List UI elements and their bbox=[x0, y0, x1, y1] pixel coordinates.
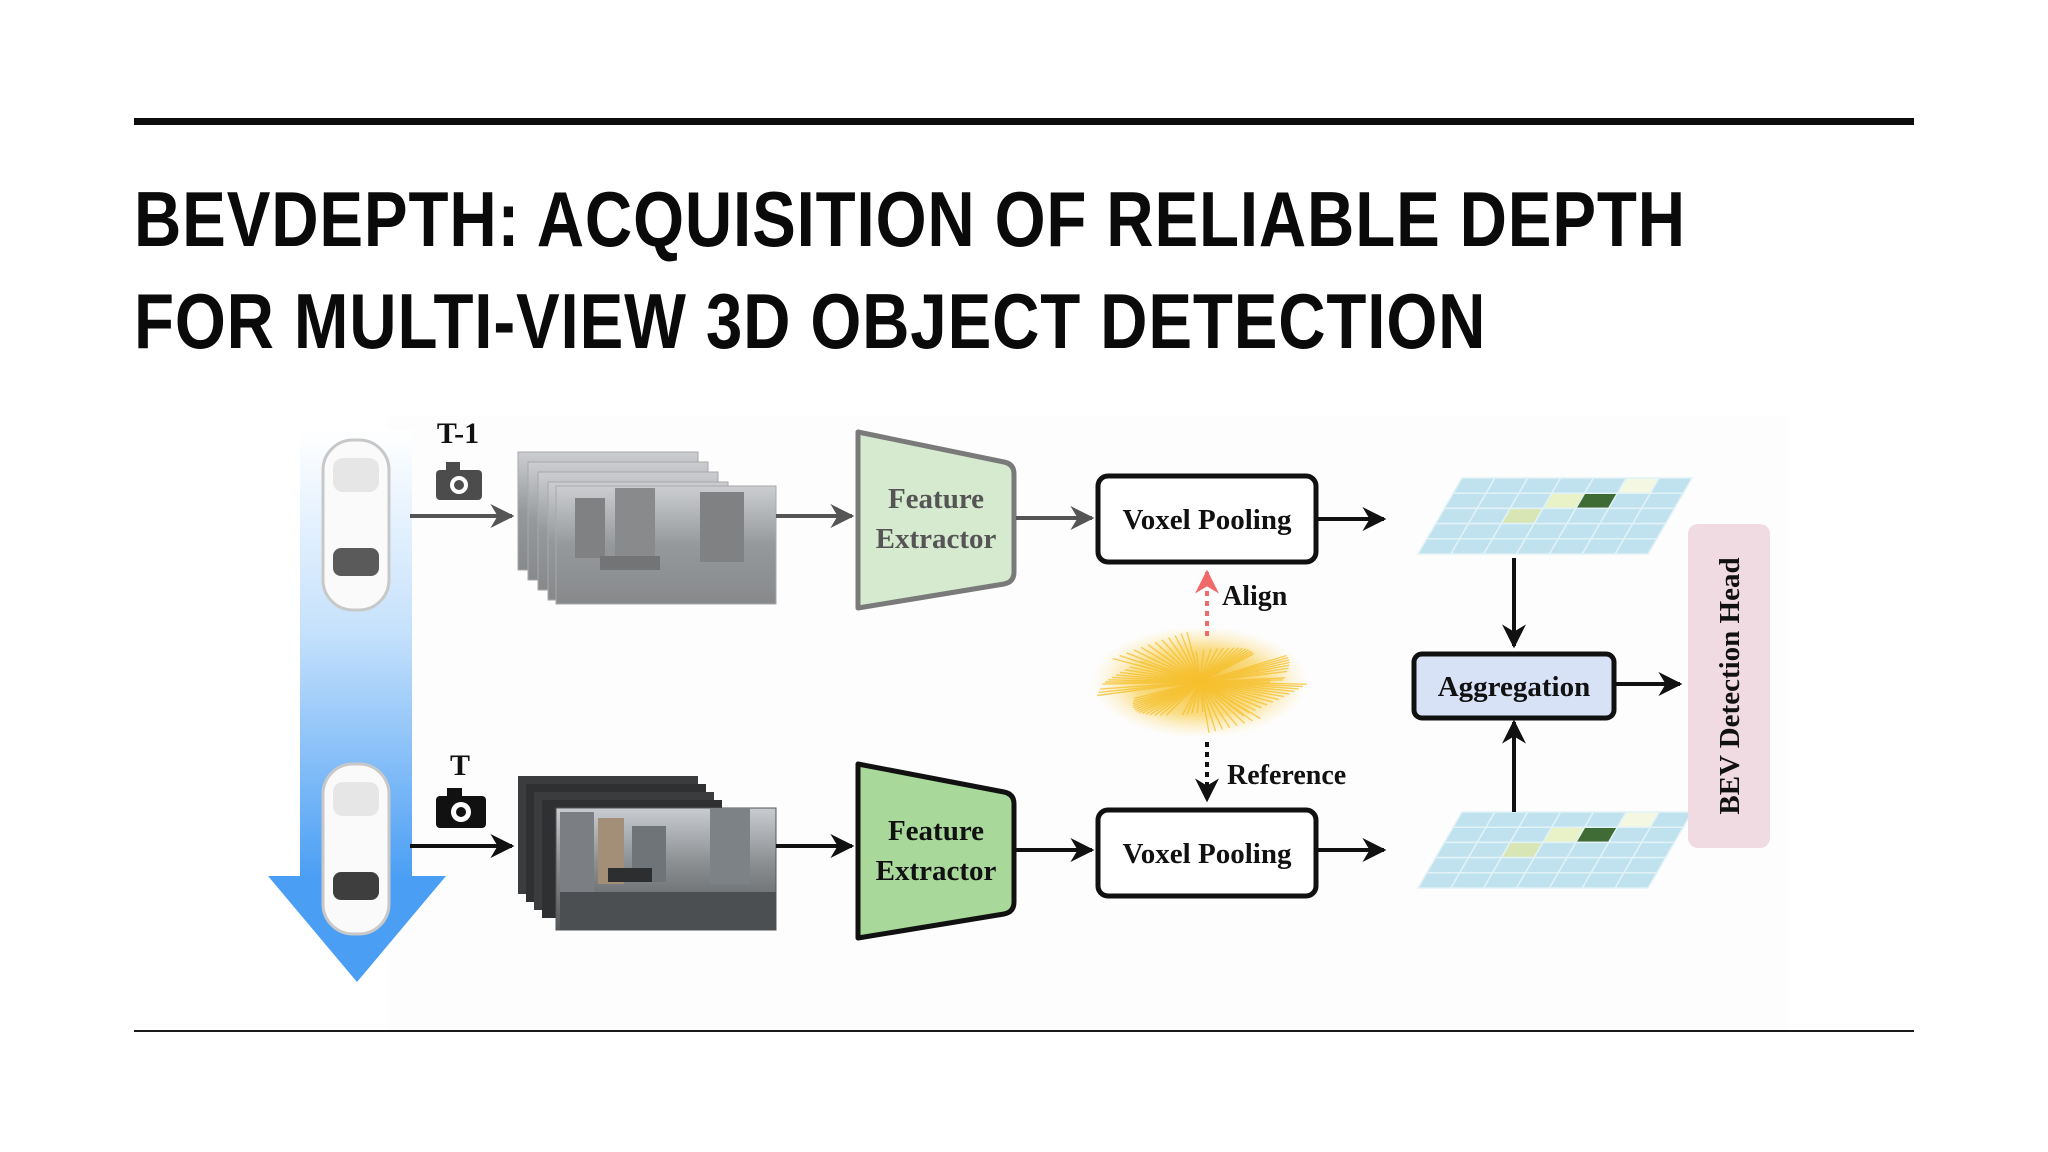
camera-icon-top bbox=[436, 462, 482, 500]
point-cloud-ray bbox=[1199, 681, 1224, 730]
point-cloud-ray bbox=[1199, 679, 1283, 683]
point-cloud-ray bbox=[1199, 681, 1204, 713]
top-rule bbox=[134, 118, 1914, 125]
voxel-pooling-bottom: Voxel Pooling bbox=[1095, 807, 1319, 899]
point-cloud-ray bbox=[1199, 681, 1256, 712]
feature-extractor-bottom-label-2: Extractor bbox=[876, 855, 997, 887]
point-cloud-ray bbox=[1199, 681, 1246, 724]
bev-grid-cell bbox=[1613, 538, 1659, 555]
time-prev-label: T-1 bbox=[437, 417, 479, 450]
voxel-pooling-top: Voxel Pooling bbox=[1095, 473, 1319, 565]
point-cloud-ray bbox=[1174, 635, 1201, 683]
point-cloud-ray bbox=[1167, 637, 1201, 683]
car-icon-bottom bbox=[321, 762, 391, 936]
time-curr-label: T bbox=[450, 749, 470, 782]
point-cloud-ray bbox=[1154, 641, 1201, 683]
slide-title-line-2: FOR MULTI-VIEW 3D OBJECT DETECTION bbox=[134, 277, 1487, 365]
image-stack-top bbox=[517, 451, 777, 605]
point-cloud-ray bbox=[1134, 681, 1201, 700]
point-cloud-ray bbox=[1199, 648, 1212, 683]
point-cloud-ray bbox=[1199, 681, 1268, 706]
point-cloud-ray bbox=[1199, 648, 1219, 683]
point-cloud-ray bbox=[1196, 681, 1201, 714]
feature-extractor-top-label-2: Extractor bbox=[876, 523, 997, 555]
image-stack-bottom bbox=[518, 776, 777, 931]
point-cloud-ray bbox=[1180, 633, 1201, 683]
point-cloud-ray bbox=[1161, 639, 1201, 683]
point-cloud-ray bbox=[1199, 681, 1238, 727]
point-cloud-ray bbox=[1199, 681, 1262, 709]
point-cloud bbox=[1092, 626, 1308, 738]
bev-grid-cell bbox=[1613, 872, 1659, 889]
point-cloud-ray bbox=[1199, 653, 1254, 683]
point-cloud-ray bbox=[1126, 652, 1201, 683]
bev-grid-bottom bbox=[1416, 811, 1694, 889]
point-cloud-ray bbox=[1119, 654, 1201, 683]
point-cloud-ray bbox=[1199, 649, 1205, 683]
point-cloud-ray bbox=[1181, 681, 1201, 716]
point-cloud-ray bbox=[1199, 681, 1217, 732]
voxel-pooling-top-label: Voxel Pooling bbox=[1123, 504, 1292, 536]
bottom-rule bbox=[134, 1030, 1914, 1032]
feature-extractor-bottom-label-1: Feature bbox=[888, 815, 984, 847]
point-cloud-ray bbox=[1112, 657, 1201, 683]
point-cloud-ray bbox=[1199, 670, 1288, 683]
car-icon-top bbox=[321, 438, 391, 612]
point-cloud-ray bbox=[1199, 681, 1253, 722]
point-cloud-ray bbox=[1199, 681, 1261, 720]
camera-icon-bottom bbox=[436, 788, 486, 828]
aggregation-label: Aggregation bbox=[1438, 671, 1591, 703]
feature-extractor-bottom: Feature Extractor bbox=[855, 761, 1017, 941]
reference-label: Reference bbox=[1227, 760, 1346, 791]
point-cloud-ray bbox=[1099, 681, 1201, 690]
slide-title: BEVDEPTH: ACQUISITION OF RELIABLE DEPTH … bbox=[134, 168, 1686, 372]
feature-extractor-top: Feature Extractor bbox=[855, 429, 1017, 611]
point-cloud-ray bbox=[1195, 650, 1201, 683]
align-label: Align bbox=[1222, 581, 1288, 612]
aggregation-box: Aggregation bbox=[1411, 651, 1617, 721]
bev-detection-head-label: BEV Detection Head bbox=[1714, 557, 1746, 814]
point-cloud-ray bbox=[1140, 646, 1201, 683]
bev-grid-top bbox=[1416, 477, 1694, 555]
bev-detection-head: BEV Detection Head bbox=[1688, 524, 1770, 848]
feature-extractor-top-label-1: Feature bbox=[888, 483, 984, 515]
point-cloud-ray bbox=[1199, 681, 1274, 703]
point-cloud-ray bbox=[1199, 681, 1231, 729]
voxel-pooling-bottom-label: Voxel Pooling bbox=[1123, 838, 1292, 870]
point-cloud-ray bbox=[1133, 649, 1201, 683]
slide-title-line-1: BEVDEPTH: ACQUISITION OF RELIABLE DEPTH bbox=[134, 175, 1686, 263]
point-cloud-ray bbox=[1147, 644, 1201, 683]
